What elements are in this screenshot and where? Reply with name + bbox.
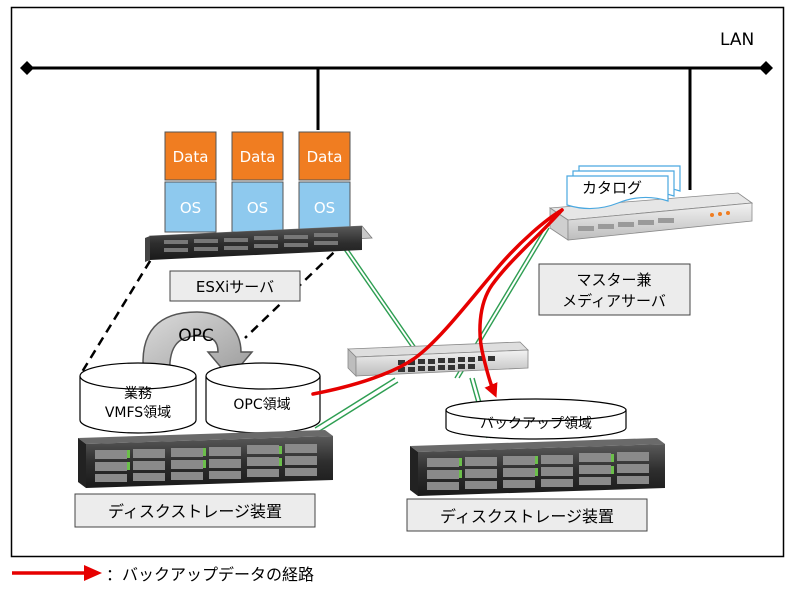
- storage-right-label-box: [406, 498, 648, 532]
- data-label: Data: [240, 148, 276, 166]
- storage-left-label-box: [74, 493, 316, 528]
- data-label: Data: [173, 148, 209, 166]
- storage-left-label: ディスクストレージ装置: [108, 502, 282, 521]
- vm-stack-3: Data OS: [298, 131, 351, 233]
- catalog-label: カタログ: [582, 179, 642, 197]
- legend-backup-path-arrow: [12, 565, 102, 581]
- storage-right-label: ディスクストレージ装置: [440, 507, 614, 526]
- vm-stack-2: Data OS: [231, 131, 284, 233]
- vmfs-volume-cylinder: [79, 362, 197, 434]
- media-server-image: [548, 192, 754, 241]
- os-block: [164, 181, 217, 233]
- esxi-label-box: [169, 270, 301, 302]
- lan-backbone: [20, 61, 773, 190]
- media-server-label-line1: マスター兼: [576, 271, 651, 289]
- backup-data-path: [311, 208, 564, 398]
- disk-storage-right-image: [410, 438, 665, 496]
- lan-label: LAN: [720, 30, 754, 50]
- vm-stack-1: Data OS: [164, 131, 217, 233]
- data-block: [298, 131, 351, 181]
- os-label: OS: [314, 199, 335, 217]
- vmfs-label-line2: VMFS領域: [105, 404, 171, 421]
- backup-area-label: バックアップ領域: [480, 415, 592, 432]
- backup-volume-cylinder: [445, 398, 627, 440]
- catalog-document-stack: [566, 165, 681, 210]
- os-block: [298, 181, 351, 233]
- opc-copy-arrow: [142, 311, 254, 380]
- os-block: [231, 181, 284, 233]
- esxi-label: ESXiサーバ: [196, 278, 274, 296]
- disk-storage-left-image: [78, 430, 333, 488]
- opc-area-label: OPC領域: [233, 396, 290, 413]
- esxi-server-image: [145, 225, 373, 262]
- os-label: OS: [180, 199, 201, 217]
- media-server-label-line2: メディアサーバ: [562, 292, 666, 310]
- vmfs-label-line1: 業務: [124, 386, 152, 402]
- opc-volume-cylinder: [205, 362, 321, 434]
- opc-label: OPC: [178, 326, 214, 346]
- legend-backup-path-label: ：バックアップデータの経路: [106, 565, 314, 584]
- data-block: [164, 131, 217, 181]
- data-block: [231, 131, 284, 181]
- data-label: Data: [307, 148, 343, 166]
- os-label: OS: [247, 199, 268, 217]
- media-server-label-box: [538, 263, 691, 316]
